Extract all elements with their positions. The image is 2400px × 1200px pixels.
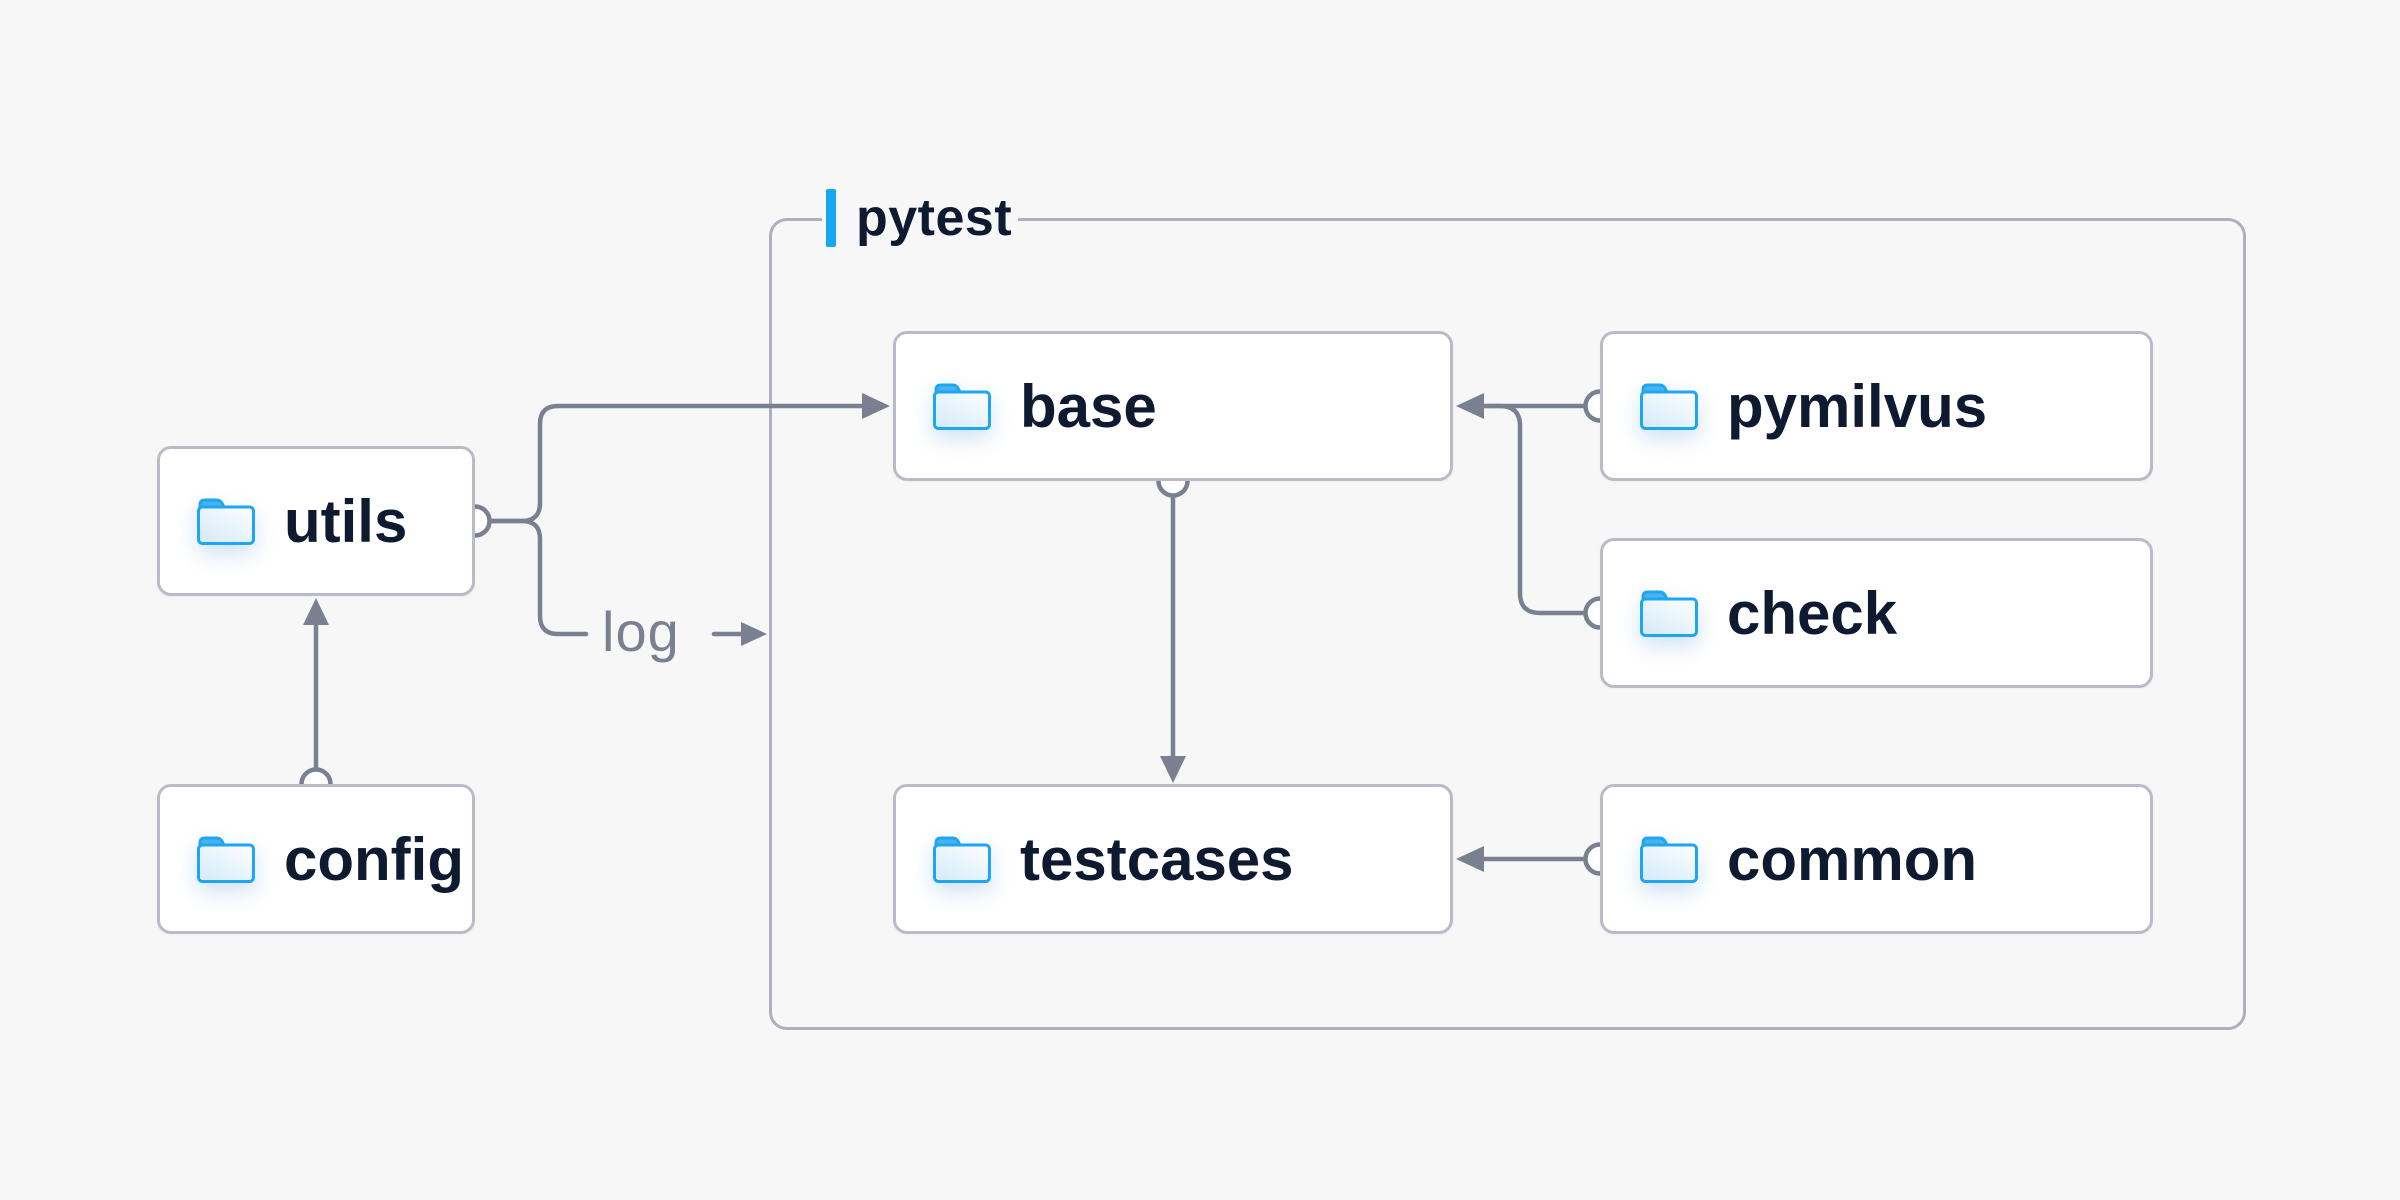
node-check: check [1600, 538, 2153, 688]
node-config: config [157, 784, 475, 934]
pytest-group-title: pytest [856, 189, 1013, 247]
arrowhead-config-utils [303, 598, 329, 625]
node-label: base [1020, 372, 1157, 440]
folder-icon [933, 383, 991, 430]
log-edge-label: log [602, 599, 680, 663]
node-common: common [1600, 784, 2153, 934]
edge-utils-log [487, 518, 589, 637]
node-label: pymilvus [1727, 372, 1988, 440]
node-label: utils [284, 487, 408, 555]
folder-icon [197, 836, 255, 883]
pytest-group-label: pytest [822, 180, 1019, 256]
pytest-group [769, 218, 2246, 1030]
node-label: testcases [1020, 825, 1294, 893]
node-label: config [284, 825, 464, 893]
node-label: common [1727, 825, 1978, 893]
folder-icon [1640, 383, 1698, 430]
folder-icon [1640, 590, 1698, 637]
node-testcases: testcases [893, 784, 1453, 934]
arrowhead-log-group [741, 622, 767, 646]
pytest-accent-bar [826, 189, 836, 247]
folder-icon [1640, 836, 1698, 883]
folder-icon [933, 836, 991, 883]
folder-icon [197, 498, 255, 545]
node-label: check [1727, 579, 1898, 647]
node-base: base [893, 331, 1453, 481]
node-pymilvus: pymilvus [1600, 331, 2153, 481]
node-utils: utils [157, 446, 475, 596]
